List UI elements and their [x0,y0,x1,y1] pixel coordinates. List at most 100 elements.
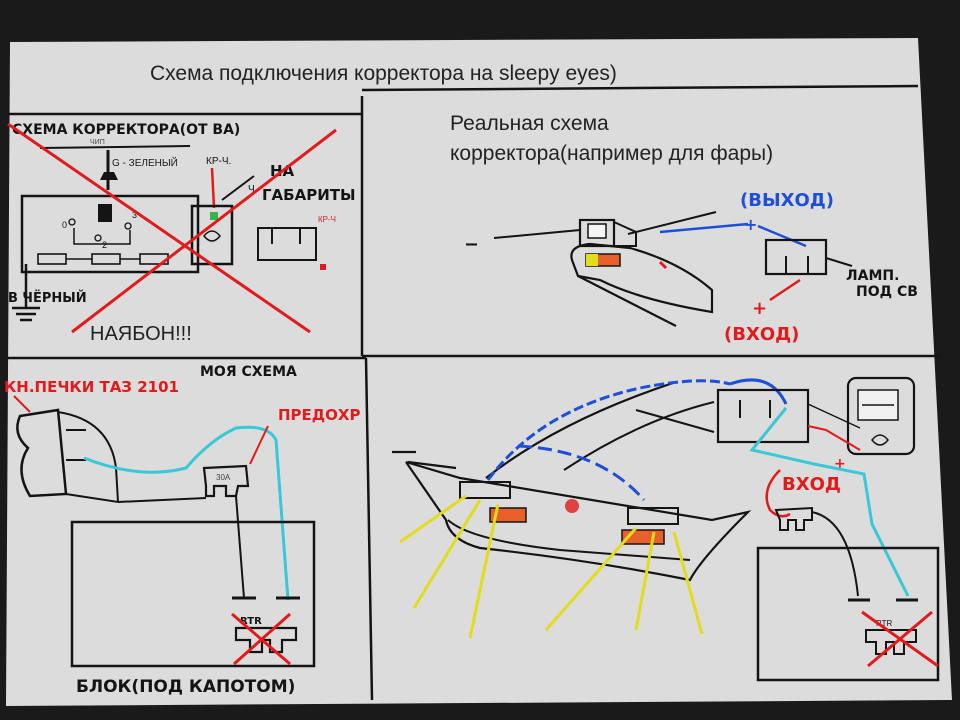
tr-wire-left [493,229,581,239]
panel-top-left: СХЕМА КОРРЕКТОРА(ОТ ВА) ЧИП G - ЗЕЛЕНЫЙ … [7,122,356,345]
tl-wire-top [39,145,191,149]
tl-gabarity-label: ГАБАРИТЫ [262,186,356,204]
tr-module [764,238,828,276]
tr-lamp-lens [587,223,607,239]
tl-pin-3: 3 [132,210,137,220]
slide-surface [6,38,952,706]
bl-black-wire [117,497,207,503]
br-cyan-wire [749,407,910,597]
tl-side-connector-pin [320,264,326,270]
bl-block [70,520,316,668]
bl-cyan-wire [83,425,290,601]
br-blue-wire-top [729,378,788,405]
bl-my-scheme: МОЯ СХЕМА [200,364,297,380]
tl-contact-0 [68,218,76,226]
br-relay [865,629,917,655]
tr-red-input-wire [769,278,801,302]
br-plus: + [834,456,846,472]
tl-kr-label: КР-Ч. [206,156,231,167]
tl-led [210,212,218,220]
tr-lamp-side [613,221,637,247]
br-right-headlamp [627,507,679,525]
tr-turn-light-yellow [586,254,598,266]
tr-wire-to-output [627,211,717,235]
tl-contact-2 [94,234,102,242]
br-left-turn [489,507,527,523]
tl-lamp-icon [203,230,221,242]
panel-bottom-right: + ВХОД RTR [392,376,940,682]
bl-relay-cross-2 [233,612,291,666]
br-relay-cross-2 [867,610,933,668]
br-fuse-wire [811,511,859,597]
br-blue-wire-right [517,444,646,501]
bl-fuse-rating: 30А [216,473,231,482]
bl-fuse-pointer [249,425,269,465]
tr-red-mark [658,260,668,270]
tl-cross-line-2 [71,128,337,334]
bl-red-pointer [13,395,31,413]
br-left-headlamp [459,481,511,499]
br-fuse [774,506,813,531]
tl-red-wire [210,167,216,209]
br-block [756,546,940,682]
tl-wire-top-label: ЧИП [90,139,105,146]
tl-chip [98,204,112,222]
tr-lamp-label-1: ЛАМП. [846,268,899,284]
tr-plus-in: + [752,298,767,319]
panel-top-right: Реальная схема корректора(например для ф… [450,112,918,345]
br-light-rays [399,494,704,639]
panel-borders [8,96,940,701]
br-bulb-icon [871,434,889,446]
br-switch-box [846,376,916,456]
br-emblem [565,499,579,513]
bl-fuse-down-wire [235,495,245,599]
slide-title: Схема подключения корректора на sleepy e… [150,62,617,85]
tl-wire-b [73,228,131,245]
tl-header: СХЕМА КОРРЕКТОРА(ОТ ВА) [12,122,240,138]
tr-caption-1: Реальная схема [450,112,609,135]
tl-side-connector-label: КР-Ч [318,215,336,224]
panel-bottom-left: МОЯ СХЕМА КН.ПЕЧКИ ТАЗ 2101 30А ПРЕДОХР … [4,364,360,697]
bl-relay [234,626,298,654]
tr-blue-wire [659,222,749,234]
bl-fuse [202,464,250,498]
bl-button-label: КН.ПЕЧКИ ТАЗ 2101 [4,378,179,396]
tr-caption-2: корректора(например для фары) [450,142,773,165]
tr-plus-out: + [744,215,757,234]
bl-relay-label: RTR [240,616,262,627]
tl-contact-3 [124,222,132,230]
bl-heater-button [16,408,68,498]
tl-ground-label: В ЧЁРНЫЙ [8,290,87,306]
tr-lamp-body [578,218,616,248]
br-red-wire-2 [765,469,791,518]
tl-pin-0: 0 [62,220,67,230]
tr-minus: _ [466,221,477,246]
tr-module-out-wire [825,257,853,267]
br-relay-label: RTR [876,619,893,628]
tl-black-wire [221,175,255,201]
tl-pin-2: 2 [102,240,107,250]
tl-cross-line-1 [7,122,311,334]
tl-green-label: G - ЗЕЛЕНЫЙ [112,156,178,169]
tl-plug [100,172,118,180]
br-car-edge-left [407,460,457,470]
tr-hood-line [577,275,677,327]
tr-input-label: (ВХОД) [724,324,799,345]
tl-side-connector [257,227,317,261]
tr-lamp-label-2: ПОД СВ [856,284,918,300]
br-module-wire-out [807,403,861,429]
br-car-bonnet-edge [635,409,715,433]
tl-ch-label: Ч. [248,184,257,195]
br-module [716,388,810,444]
tl-verdict: НАЯБОН!!! [90,323,192,345]
br-red-wire-1 [807,425,861,451]
title-underline [361,84,919,92]
tr-hood-outline [570,242,714,314]
br-car-grille [405,460,752,582]
bl-fuse-label: ПРЕДОХР [278,406,360,424]
br-input-label: ВХОД [782,474,841,495]
tr-output-label: (ВЫХОД) [740,190,834,211]
bl-block-label: БЛОК(ПОД КАПОТОМ) [76,677,295,697]
